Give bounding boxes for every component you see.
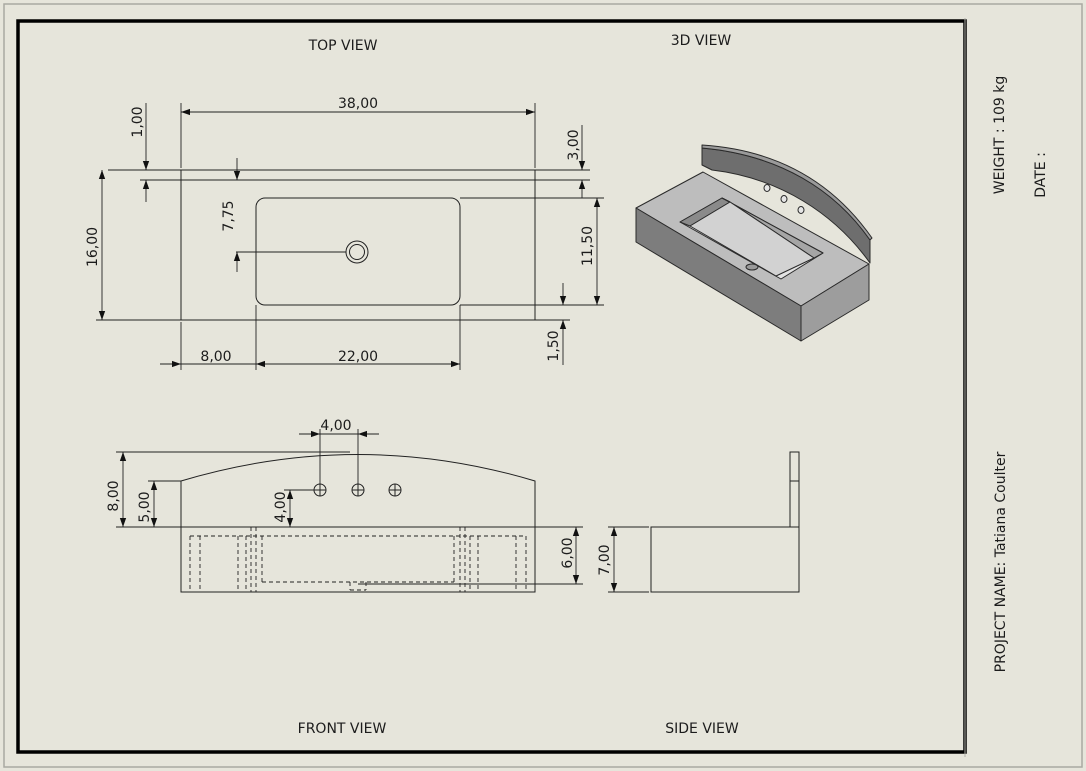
top-dimensions xyxy=(96,103,604,370)
dim-top-depth: 16,00 xyxy=(85,227,101,267)
side-backsplash xyxy=(789,451,800,528)
side-view xyxy=(650,451,800,593)
dim-basin-width: 22,00 xyxy=(338,349,378,365)
side-dimensions xyxy=(608,526,649,593)
weight-label: WEIGHT : 109 kg xyxy=(992,76,1008,195)
outer-border xyxy=(3,3,1083,768)
iso-view-title: 3D VIEW xyxy=(671,33,732,49)
side-body xyxy=(650,526,800,593)
project-name-label: PROJECT NAME: Tatiana Coulter xyxy=(993,451,1009,672)
hidden-lines xyxy=(189,527,527,592)
top-outline xyxy=(180,169,536,321)
faucet-hole xyxy=(351,483,365,497)
front-body xyxy=(180,526,536,593)
dim-overall-height: 8,00 xyxy=(106,480,122,511)
drawing-frame xyxy=(16,19,967,754)
dim-hole-spacing: 4,00 xyxy=(320,418,351,434)
faucet-hole xyxy=(313,483,327,497)
dim-left-offset: 8,00 xyxy=(200,349,231,365)
dim-top-lip: 1,00 xyxy=(130,106,146,137)
front-view xyxy=(180,454,536,593)
faucet-hole xyxy=(388,483,402,497)
top-view-title: TOP VIEW xyxy=(308,38,378,54)
dim-front-margin: 1,50 xyxy=(546,330,562,361)
dim-drain-offset: 7,75 xyxy=(221,200,237,231)
date-label: DATE : xyxy=(1033,152,1049,198)
dim-basin-depth: 11,50 xyxy=(580,226,596,266)
dim-side-height: 7,00 xyxy=(597,544,613,575)
side-view-title: SIDE VIEW xyxy=(665,721,739,737)
top-basin xyxy=(255,197,461,306)
dim-backsplash: 3,00 xyxy=(566,129,582,160)
dim-hole-height: 4,00 xyxy=(273,491,289,522)
top-view xyxy=(180,169,536,321)
front-dimensions xyxy=(116,429,583,585)
iso-view xyxy=(635,144,873,342)
dim-splash-height: 5,00 xyxy=(137,491,153,522)
dim-body-height: 6,00 xyxy=(560,537,576,568)
front-view-title: FRONT VIEW xyxy=(298,721,387,737)
dim-top-width: 38,00 xyxy=(338,96,378,112)
